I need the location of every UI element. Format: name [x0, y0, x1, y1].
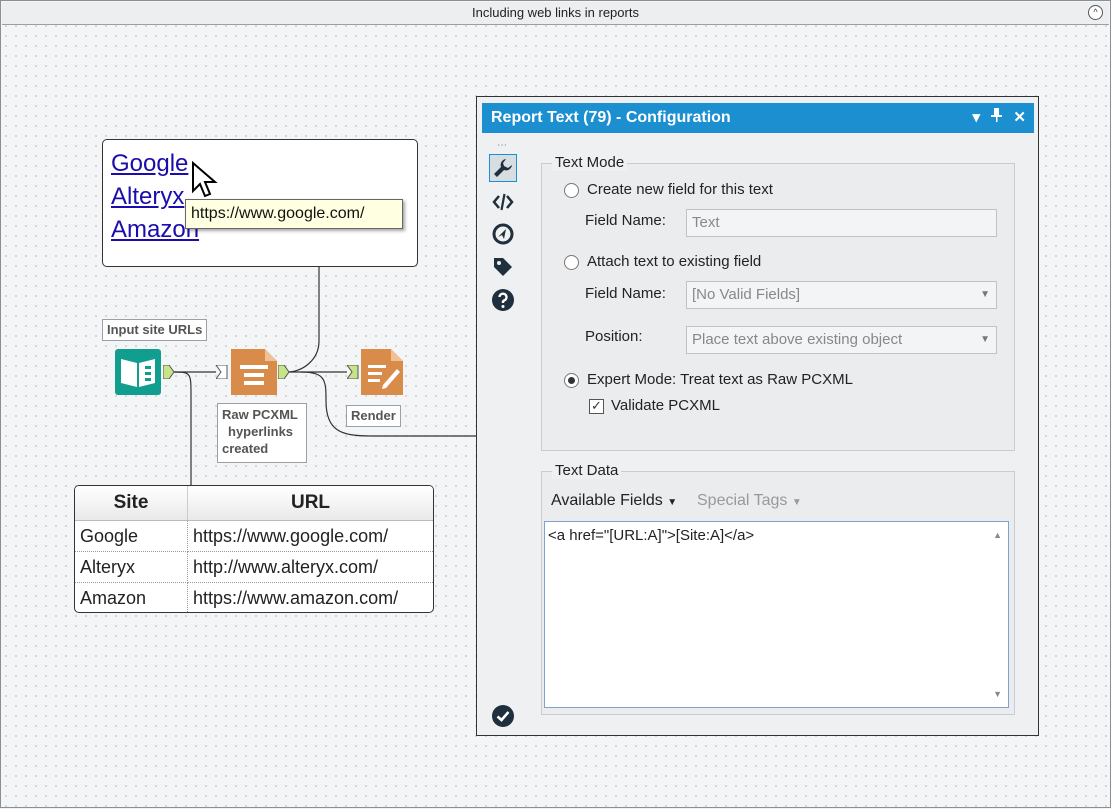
attach-existing-field-label[interactable]: Attach text to existing field — [587, 253, 762, 270]
table-row[interactable]: Alteryx http://www.alteryx.com/ — [75, 551, 433, 583]
render-tool-label: Render — [346, 405, 401, 427]
text-input-tool[interactable] — [115, 349, 161, 400]
available-fields-label: Available Fields — [551, 492, 663, 509]
table-cell[interactable]: Alteryx — [75, 551, 188, 583]
help-icon — [492, 289, 514, 311]
render-tool[interactable] — [361, 349, 403, 400]
sidebar-grip: ⋯ — [497, 140, 508, 151]
container-title-bar: Including web links in reports ^ — [2, 2, 1109, 25]
configuration-panel: Report Text (79) - Configuration ▾ ✕ ⋯ — [476, 96, 1039, 736]
report-text-tool-label: Raw PCXML hyperlinks created — [217, 403, 307, 463]
tag-icon — [494, 258, 512, 276]
text-data-title: Text Data — [552, 462, 622, 479]
container-title: Including web links in reports — [472, 5, 639, 20]
validate-pcxml-label[interactable]: Validate PCXML — [611, 397, 720, 414]
table-row[interactable]: Google https://www.google.com/ — [75, 520, 433, 552]
input-data-table[interactable]: Site URL Google https://www.google.com/ … — [74, 485, 434, 613]
position-label: Position: — [585, 328, 643, 345]
checkmark-circle-icon — [492, 705, 514, 727]
panel-menu-button[interactable]: ▾ — [972, 109, 981, 126]
column-header-site[interactable]: Site — [75, 486, 188, 521]
configuration-header: Report Text (79) - Configuration ▾ ✕ — [482, 103, 1034, 133]
create-new-field-label[interactable]: Create new field for this text — [587, 181, 773, 198]
text-mode-title: Text Mode — [552, 154, 628, 171]
text-data-editor[interactable]: <a href="[URL:A]">[Site:A]</a> ▲ ▼ — [544, 521, 1009, 708]
expert-mode-label[interactable]: Expert Mode: Treat text as Raw PCXML — [587, 371, 853, 388]
table-cell[interactable]: https://www.google.com/ — [187, 520, 433, 552]
preview-link-google[interactable]: Google — [111, 150, 189, 177]
scroll-up-icon[interactable]: ▲ — [993, 530, 1002, 540]
chevron-down-icon: ▼ — [980, 289, 990, 300]
chevron-down-icon: ▼ — [667, 497, 678, 508]
table-cell[interactable]: Amazon — [75, 582, 188, 612]
text-data-content: <a href="[URL:A]">[Site:A]</a> — [548, 527, 755, 544]
table-cell[interactable]: http://www.alteryx.com/ — [187, 551, 433, 583]
label-line: hyperlinks — [228, 424, 294, 439]
wrench-icon — [494, 159, 512, 177]
input-anchor-icon[interactable] — [216, 365, 228, 379]
link-tooltip: https://www.google.com/ — [185, 199, 403, 229]
collapse-container-button[interactable]: ^ — [1088, 5, 1103, 20]
scroll-down-icon[interactable]: ▼ — [993, 689, 1002, 699]
attach-existing-field-radio[interactable] — [564, 255, 579, 270]
configuration-tab[interactable] — [489, 154, 517, 182]
label-line: Raw PCXML — [222, 407, 298, 422]
label-line: created — [222, 441, 269, 456]
navigation-icon — [492, 223, 514, 245]
preview-link-alteryx[interactable]: Alteryx — [111, 183, 185, 210]
table-row[interactable]: Amazon https://www.amazon.com/ — [75, 582, 433, 612]
attach-field-select[interactable]: [No Valid Fields] ▼ — [686, 281, 997, 309]
code-icon — [492, 193, 514, 211]
book-icon — [115, 349, 161, 395]
field-name-input[interactable]: Text — [686, 209, 997, 237]
chevron-down-icon: ▼ — [791, 497, 802, 508]
input-tool-label: Input site URLs — [102, 319, 208, 341]
create-new-field-radio[interactable] — [564, 183, 579, 198]
column-header-url[interactable]: URL — [187, 486, 433, 521]
annotation-tab[interactable] — [489, 221, 517, 249]
position-select[interactable]: Place text above existing object ▼ — [686, 326, 997, 354]
available-fields-menu[interactable]: Available Fields ▼ — [551, 492, 677, 510]
table-cell[interactable]: https://www.amazon.com/ — [187, 582, 433, 612]
chevron-down-icon: ▼ — [980, 334, 990, 345]
run-check-button[interactable] — [489, 703, 517, 731]
attach-field-name-label: Field Name: — [585, 285, 666, 302]
validate-pcxml-checkbox[interactable]: ✓ — [589, 399, 604, 414]
output-anchor-icon[interactable] — [163, 365, 175, 379]
configuration-title: Report Text (79) - Configuration — [491, 109, 731, 126]
position-value: Place text above existing object — [692, 331, 903, 348]
expert-mode-radio[interactable] — [564, 373, 579, 388]
preview-link-amazon[interactable]: Amazon — [111, 216, 200, 243]
special-tags-label: Special Tags — [697, 492, 788, 509]
table-cell[interactable]: Google — [75, 520, 188, 552]
document-icon — [231, 349, 277, 395]
field-name-label: Field Name: — [585, 212, 666, 229]
special-tags-menu[interactable]: Special Tags ▼ — [697, 492, 802, 510]
meta-info-tab[interactable] — [489, 254, 517, 282]
pin-icon[interactable] — [991, 103, 1003, 133]
close-panel-button[interactable]: ✕ — [1013, 109, 1026, 126]
mouse-pointer-icon — [192, 161, 218, 198]
output-anchor-icon[interactable] — [278, 365, 290, 379]
text-mode-group: Text Mode Create new field for this text… — [541, 154, 1015, 451]
report-text-tool[interactable] — [231, 349, 277, 400]
render-document-icon — [361, 349, 403, 395]
attach-field-value: [No Valid Fields] — [692, 286, 801, 303]
xml-tab[interactable] — [489, 188, 517, 216]
input-anchor-icon[interactable] — [347, 365, 359, 379]
config-sidebar: ⋯ — [482, 137, 524, 731]
help-tab[interactable] — [489, 287, 517, 315]
